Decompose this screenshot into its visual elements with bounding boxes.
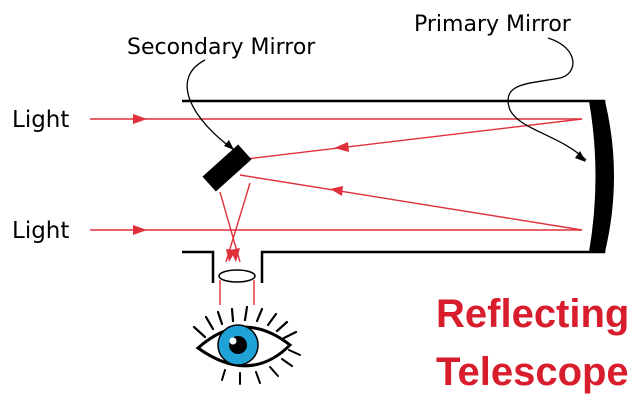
secondary-mirror-leader-arrow [224, 140, 234, 150]
title-line-2: Telescope [436, 350, 629, 394]
arrow-top-in [133, 114, 147, 124]
primary-mirror-leader [507, 37, 587, 161]
secondary-mirror [202, 144, 252, 192]
title-line-1: Reflecting [436, 292, 629, 336]
arrow-bottom-reflect [330, 186, 343, 196]
eye-lower-lashes [221, 349, 301, 385]
secondary-mirror-leader [186, 59, 235, 151]
eye-highlight [229, 337, 237, 345]
light-rays [90, 118, 583, 305]
label-primary-mirror: Primary Mirror [414, 12, 572, 37]
primary-mirror-leader-arrow [575, 151, 586, 162]
reflected-ray-top [237, 118, 583, 161]
eye-lashes [192, 305, 298, 340]
eye [192, 305, 301, 385]
ray-arrows [133, 114, 349, 262]
arrow-focus-2 [226, 249, 236, 262]
eyepiece-lens [218, 269, 256, 283]
arrow-top-reflect [334, 142, 349, 152]
reflected-ray-bottom [239, 174, 583, 231]
primary-mirror [589, 101, 614, 252]
label-secondary-mirror: Secondary Mirror [127, 35, 316, 60]
arrow-bottom-in [133, 225, 147, 235]
label-light-top: Light [12, 107, 69, 133]
telescope-tube [182, 99, 606, 283]
label-light-bottom: Light [12, 218, 69, 244]
focus-ray-2 [225, 182, 251, 263]
